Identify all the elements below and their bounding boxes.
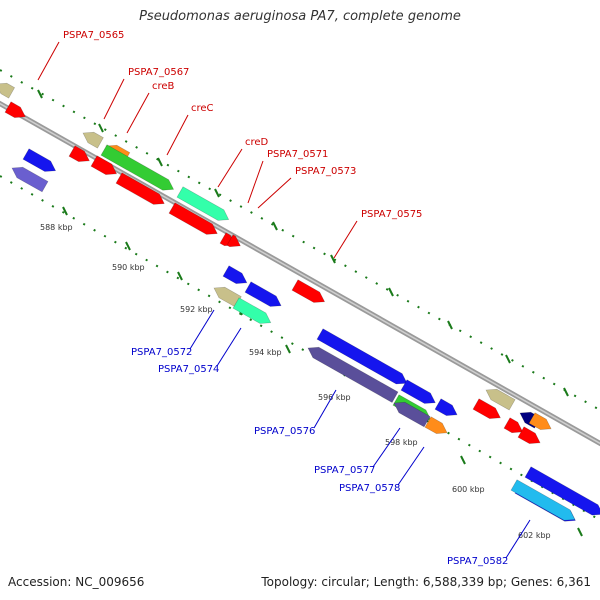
gene-blue [434,398,458,416]
inner-tick-mark [177,271,183,281]
gene-blue [400,379,436,404]
outer-tick-mark [447,320,453,330]
callout-line [166,114,189,156]
gene-blue [524,466,600,516]
gene-label: PSPA7_0574 [158,364,219,375]
gene-slate [307,346,399,403]
gene-slate [393,401,431,428]
gene-red [115,172,165,205]
gene-red [168,202,218,235]
tick-label: 600 kbp [452,485,485,494]
gene-label: PSPA7_0567 [128,67,189,78]
gene-label: PSPA7_0573 [295,166,356,177]
gene-red [226,234,241,248]
gene-red [291,279,326,303]
gene-tan [0,82,16,99]
gene-blue [244,281,282,307]
gene-red [90,155,118,175]
gene-label: creC [191,103,214,114]
gene-aqua [176,186,230,221]
gene-tan [485,388,516,411]
tick-label: 594 kbp [249,348,282,357]
gene-red [503,417,524,434]
map-title: Pseudomonas aeruginosa PA7, complete gen… [139,9,461,24]
inner-tick-mark [577,527,583,537]
genome-summary: Topology: circular; Length: 6,588,339 bp… [261,575,591,589]
callout-line [189,309,215,350]
tick-label: 596 kbp [318,393,351,402]
callout-line [37,41,60,81]
outer-tick-mark [272,221,278,231]
callout-line [217,148,243,188]
outer-tick-mark [157,157,163,167]
tick-label: 592 kbp [180,305,213,314]
outer-tick-mark [330,254,336,264]
gene-orange [528,412,552,430]
tick-label: 598 kbp [385,438,418,447]
callout-line [126,92,150,134]
gene-green [100,144,175,191]
gene-label: PSPA7_0565 [63,30,124,41]
gene-label: PSPA7_0578 [339,483,400,494]
outer-tick-mark [505,354,511,364]
genome-backbone-highlight [0,102,600,445]
gene-label: PSPA7_0577 [314,465,375,476]
callout-line [216,327,242,367]
gene-red [472,398,501,419]
callout-line [505,519,531,559]
gene-blue [316,328,408,385]
gene-label: PSPA7_0572 [131,347,192,358]
outer-tick-mark [388,287,394,297]
tick-label: 590 kbp [112,263,145,272]
callout-line [372,427,401,468]
callout-line [333,220,358,259]
gene-cyan [510,479,576,521]
gene-blue [22,148,57,172]
gene-label: PSPA7_0575 [361,209,422,220]
outer-tick-mark [98,123,104,133]
callout-line [103,78,125,120]
callout-line [257,177,292,209]
gene-red [517,426,541,444]
callout-line [397,446,425,486]
outer-tick-mark [214,188,220,198]
outer-tick-mark [563,387,569,397]
gene-label: PSPA7_0571 [267,149,328,160]
inner-tick-mark [460,455,466,465]
gene-label: PSPA7_0576 [254,426,315,437]
gene-label: creD [245,137,269,148]
gene-label: PSPA7_0582 [447,556,508,567]
gene-orange [424,416,448,434]
tick-label: 588 kbp [40,223,73,232]
callout-line [313,389,337,429]
accession-label: Accession: NC_009656 [8,575,145,589]
inner-tick-mark [125,241,131,251]
callout-line [247,160,264,204]
outer-guide-line [0,69,600,411]
gene-tan [82,131,104,149]
inner-tick-mark [285,344,291,354]
tick-label: 602 kbp [518,531,551,540]
gene-blue [222,265,248,284]
gene-purple [11,166,49,193]
gene-label: creB [152,81,175,92]
inner-tick-mark [62,206,68,216]
outer-tick-mark [37,89,43,99]
gene-red [68,145,90,162]
gene-aqua [232,297,272,324]
inner-guide-line [0,175,600,521]
gene-red [4,101,26,118]
